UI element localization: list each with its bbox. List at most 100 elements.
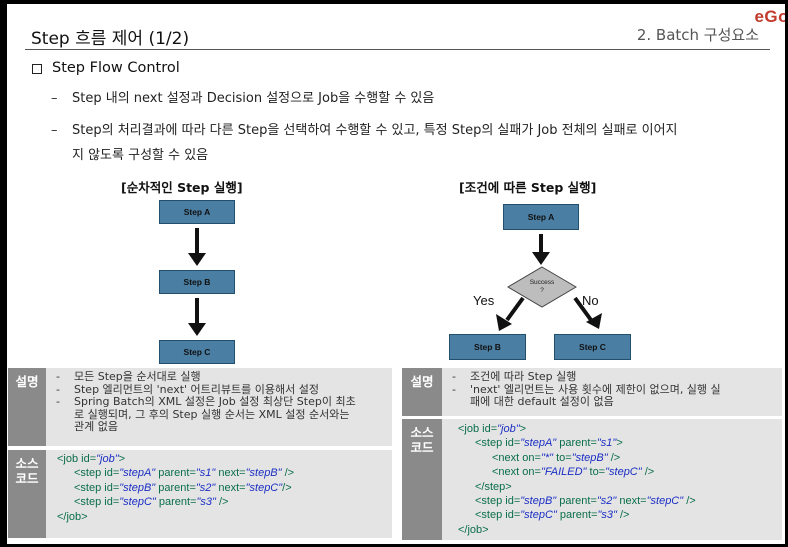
conditional-flow-title: [조건에 따른 Step 실행] [459,180,597,195]
bullet-dash: – [51,123,58,138]
description-item: -Step 엘리먼트의 'next' 어트리뷰트를 이용해서 설정 [56,382,386,397]
description-dash: - [56,395,60,409]
code-token: <step id= [74,467,120,480]
code-token: parent= [155,467,196,480]
code-token: </step> [475,480,512,493]
code-attribute-value: "stepA" [520,437,557,450]
code-attribute-value: "stepC" [520,509,557,522]
step-b-box: Step B [449,334,526,360]
code-line: </step> [458,480,696,494]
description-line: 관계 없음 [74,420,118,434]
left-source-code: <job id="job"><step id="stepA" parent="s… [57,452,294,524]
code-token: parent= [556,495,597,508]
code-token: /> [683,495,696,508]
code-token: parent= [155,481,196,494]
code-line: <step id="stepB" parent="s2" next="stepC… [57,481,294,495]
description-line: Step 엘리먼트의 'next' 어트리뷰트를 이용해서 설정 [74,382,319,396]
code-attribute-value: "s3" [597,509,617,522]
left-description-panel [8,368,392,446]
code-token: <next on= [492,451,541,464]
code-line: <step id="stepA" parent="s1" next="stepB… [57,466,294,480]
bullet-text: Step 내의 next 설정과 Decision 설정으로 Job을 수행할 … [72,91,435,106]
description-tag: 설명 [402,368,442,416]
code-token: > [519,423,527,435]
code-token: /> [641,466,655,479]
code-token: /> [281,467,295,480]
code-token: <step id= [74,481,120,494]
section-heading: Step Flow Control [52,60,180,76]
code-token: <job id= [57,453,97,465]
step-a-box: Step A [503,204,579,230]
code-attribute-value: "stepB" [119,481,156,494]
code-line: <step id="stepA" parent="s1"> [458,436,696,450]
code-token: /> [215,496,229,509]
code-line: <job id="job"> [458,422,696,436]
code-attribute-value: "stepC" [605,466,642,479]
code-line: </job> [458,523,696,537]
down-arrow-icon [532,234,550,265]
code-token: <step id= [74,496,120,509]
bullet-text-line: 지 않도록 구성할 수 있음 [72,148,209,163]
description-line: Spring Batch의 XML 설정은 Job 설정 최상단 Step이 최… [74,395,356,409]
code-line: <job id="job"> [57,452,294,466]
step-c-box: Step C [554,334,631,360]
code-token: parent= [556,509,598,522]
code-token: to= [586,466,606,479]
description-dash: - [452,370,456,383]
code-token: > [118,453,126,465]
code-token: next= [215,467,246,480]
slide: Step 흐름 제어 (1/2) 2. Batch 구성요소 eGo Step … [7,4,785,544]
description-text: 조건에 따라 Step 실행 [470,370,576,384]
code-attribute-value: "stepA" [119,467,156,480]
description-line: 모든 Step을 순서대로 실행 [74,370,201,383]
code-attribute-value: "stepB" [520,495,557,508]
code-attribute-value: "s1" [596,437,617,450]
code-token: next= [215,481,246,494]
yes-label: Yes [473,293,495,308]
code-attribute-value: "FAILED" [540,466,587,479]
right-description-list: - 조건에 따라 Step 실행-'next' 엘리먼트는 사용 횟수에 제한이 … [452,370,777,409]
code-token: <step id= [475,495,521,508]
source-code-tag: 소스 코드 [402,419,442,540]
title-divider [25,49,770,50]
code-token: next= [616,495,647,508]
description-line: 'next' 엘리먼트는 사용 횟수에 제한이 없으며, 실행 실 [470,382,721,396]
branch-arrows-icon [496,296,602,331]
sequential-flow-title: [순차적인 Step 실행] [121,180,243,195]
code-attribute-value: "stepC" [245,481,283,494]
section-title: 2. Batch 구성요소 [636,26,759,44]
logo: eGo [754,7,785,26]
decision-diamond [507,266,577,308]
code-token: /> [607,451,621,464]
code-line: </job> [57,510,294,524]
code-line: <next on="FAILED" to="stepC" /> [458,465,696,479]
down-arrow-icon [188,228,206,266]
decision-label: Success ? [529,279,555,294]
right-source-code: <job id="job"><step id="stepA" parent="s… [458,422,696,537]
step-a-box: Step A [159,200,235,224]
code-token: <job id= [458,423,498,435]
code-token: parent= [155,496,197,509]
page-title: Step 흐름 제어 (1/2) [31,29,190,49]
code-token: > [616,437,623,450]
left-description-list: -모든 Step을 순서대로 실행-Step 엘리먼트의 'next' 어트리뷰… [56,370,386,434]
description-dash: - [56,382,60,396]
code-attribute-value: "s3" [196,496,216,509]
code-line: <step id="stepB" parent="s2" next="stepC… [458,494,696,508]
code-attribute-value: "stepB" [245,467,282,480]
code-attribute-value: "stepC" [119,496,156,509]
code-attribute-value: "s1" [195,467,216,480]
code-token: /> [282,481,292,494]
code-token: to= [553,451,572,464]
right-code-panel [402,419,782,540]
code-token: <next on= [492,466,541,479]
code-line: <next on="*" to="stepB" /> [458,451,696,465]
description-dash: - [56,370,60,383]
code-line: <step id="stepC" parent="s3" /> [458,508,696,522]
code-token: parent= [556,437,597,450]
code-token: <step id= [475,509,521,522]
description-tag: 설명 [8,368,46,446]
code-token: </job> [458,523,489,536]
